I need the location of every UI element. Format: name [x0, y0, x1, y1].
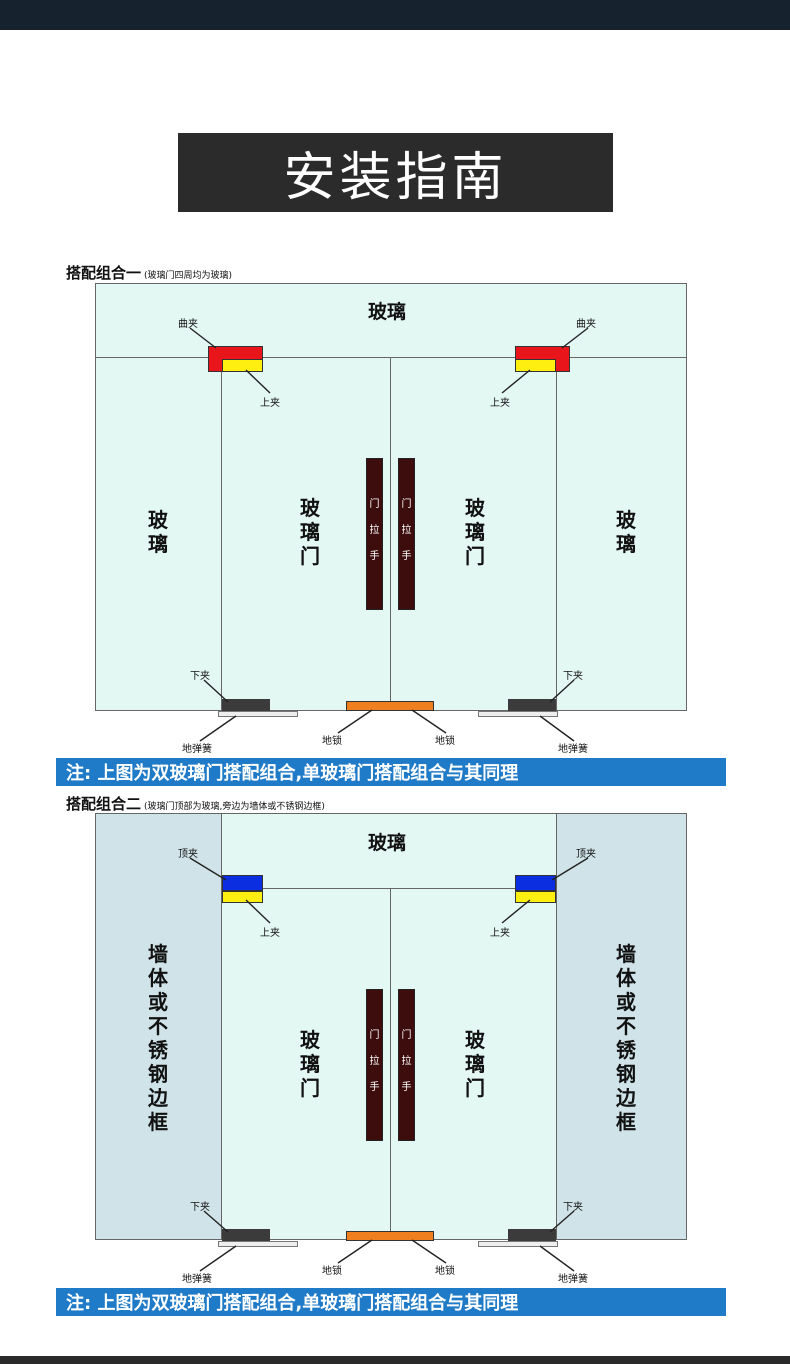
combo2-right-floor-spring [478, 1241, 558, 1247]
combo1-right-bottom-clip-label: 下夹 [563, 671, 583, 682]
combo2-left-floor-spring [218, 1241, 298, 1247]
combo1-door-center [390, 357, 391, 711]
combo2-left-top-clip-label: 上夹 [260, 928, 280, 939]
combo2-floor-lock-left-label: 地锁 [322, 1266, 342, 1277]
combo1-label: 搭配组合一(玻璃门四周均为玻璃) [66, 264, 233, 282]
combo2-top-glass: 玻璃 [368, 832, 407, 854]
combo1-right-top-clip [515, 359, 556, 372]
combo2-left-top-clip [222, 891, 263, 903]
combo2-floor-lock-right-label: 地锁 [435, 1266, 455, 1277]
combo1-note: 注: 上图为双玻璃门搭配组合,单玻璃门搭配组合与其同理 [56, 758, 726, 786]
combo1-floor-lock [346, 701, 434, 711]
combo1-left-floor-spring-label: 地弹簧 [182, 744, 212, 755]
combo1-right-top-clip-label: 上夹 [490, 398, 510, 409]
combo1-right-divider [556, 357, 557, 711]
combo2-right-door: 玻璃门 [465, 1028, 485, 1100]
combo2-note: 注: 上图为双玻璃门搭配组合,单玻璃门搭配组合与其同理 [56, 1288, 726, 1316]
combo2-door-frame [221, 813, 557, 1240]
combo1-left-divider [221, 357, 222, 711]
combo2-right-ceiling-clip [515, 875, 556, 891]
combo1-top-glass: 玻璃 [368, 301, 407, 323]
combo1-frame [95, 283, 687, 711]
combo1-right-bottom-clip [508, 699, 556, 711]
bottom-bar [0, 1356, 790, 1364]
combo1-right-bend-clip-label: 曲夹 [576, 319, 596, 330]
combo2-right-bottom-clip-label: 下夹 [563, 1202, 583, 1213]
combo2-left-ceiling-clip-label: 顶夹 [178, 849, 198, 860]
combo2-left-bottom-clip-label: 下夹 [190, 1202, 210, 1213]
combo1-right-handle: 门拉手 [398, 458, 415, 610]
combo1-right-floor-spring-label: 地弹簧 [558, 744, 588, 755]
combo2-right-top-clip [515, 891, 556, 903]
combo1-transom-line [95, 357, 687, 358]
combo2-right-bottom-clip [508, 1229, 556, 1241]
combo2-left-bottom-clip [222, 1229, 270, 1241]
combo1-right-door: 玻璃门 [465, 496, 485, 568]
combo2-right-wall [556, 813, 687, 1240]
combo2-left-floor-spring-label: 地弹簧 [182, 1274, 212, 1285]
top-bar [0, 0, 790, 30]
combo2-left-ceiling-clip [222, 875, 263, 891]
combo2-left-door: 玻璃门 [300, 1028, 320, 1100]
combo1-left-handle: 门拉手 [366, 458, 383, 610]
combo2-left-wall-label: 墙体或不锈钢边框 [148, 942, 168, 1134]
combo2-left-wall [95, 813, 222, 1240]
combo2-floor-lock [346, 1231, 434, 1241]
combo1-floor-lock-right-label: 地锁 [435, 736, 455, 747]
combo2-right-floor-spring-label: 地弹簧 [558, 1274, 588, 1285]
combo2-right-handle: 门拉手 [398, 989, 415, 1141]
combo1-left-top-clip-label: 上夹 [260, 398, 280, 409]
combo1-left-floor-spring [218, 711, 298, 717]
combo1-left-top-clip [222, 359, 263, 372]
combo2-right-top-clip-label: 上夹 [490, 928, 510, 939]
combo1-left-bottom-clip-label: 下夹 [190, 671, 210, 682]
combo1-left-bend-clip-label: 曲夹 [178, 319, 198, 330]
combo2-left-handle: 门拉手 [366, 989, 383, 1141]
combo2-right-ceiling-clip-label: 顶夹 [576, 849, 596, 860]
combo2-door-center [390, 888, 391, 1240]
combo1-left-door: 玻璃门 [300, 496, 320, 568]
combo2-right-wall-label: 墙体或不锈钢边框 [616, 942, 636, 1134]
page-title: 安装指南 [178, 133, 613, 212]
combo1-floor-lock-left-label: 地锁 [322, 736, 342, 747]
combo2-label: 搭配组合二(玻璃门顶部为玻璃,旁边为墙体或不锈钢边框) [66, 795, 325, 813]
combo1-right-floor-spring [478, 711, 558, 717]
combo2-transom-line [221, 888, 557, 889]
combo1-left-bottom-clip [222, 699, 270, 711]
combo1-right-glass: 玻璃 [616, 508, 636, 556]
combo1-left-glass: 玻璃 [148, 508, 168, 556]
